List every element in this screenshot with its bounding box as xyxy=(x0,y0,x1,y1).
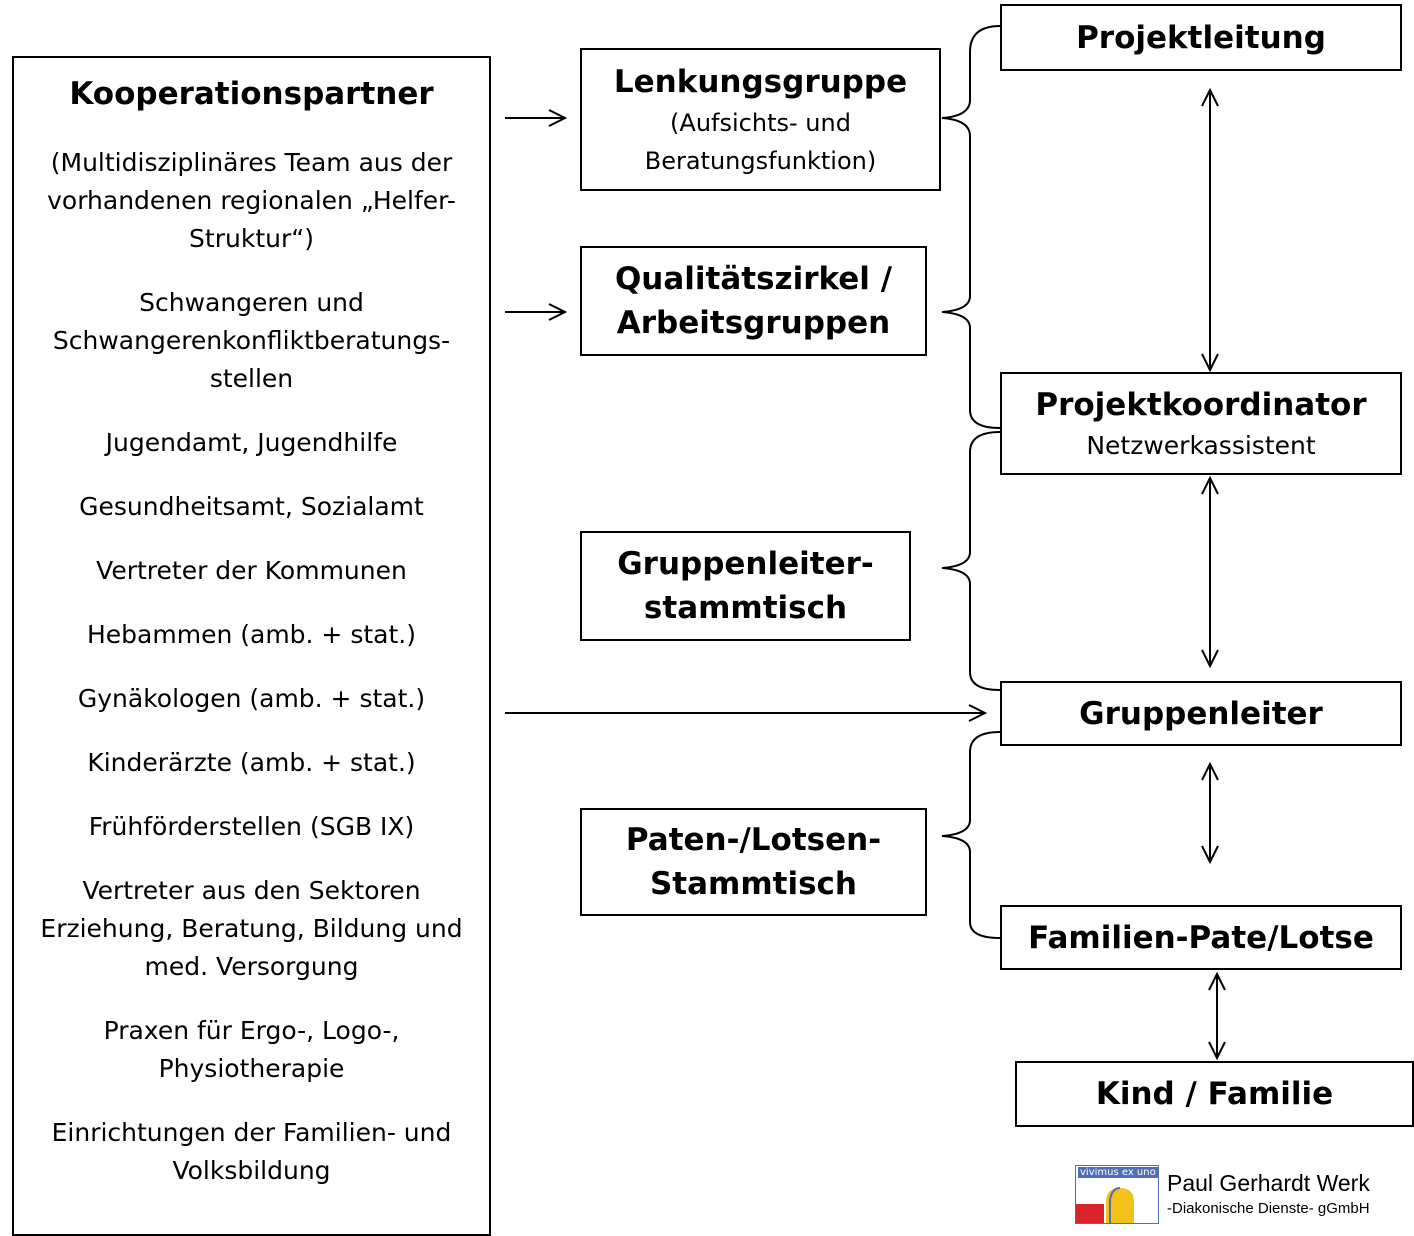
partner-group: Kinderärzte (amb. + stat.) xyxy=(30,744,472,782)
partner-line: Praxen für Ergo-, Logo-, xyxy=(103,1016,400,1045)
projektkoordinator-title: Projektkoordinator xyxy=(1035,386,1367,423)
pelican-icon xyxy=(1076,1187,1134,1223)
partner-line: Physiotherapie xyxy=(158,1054,345,1083)
projektleitung-box: Projektleitung xyxy=(1000,4,1402,71)
lenkungsgruppe-sub2: Beratungsfunktion) xyxy=(644,146,877,175)
partner-group: Praxen für Ergo-, Logo-, Physiotherapie xyxy=(30,1012,472,1088)
partner-line: Schwangerenkonfliktberatungs- xyxy=(52,326,451,355)
gruppenleiter-title: Gruppenleiter xyxy=(1079,695,1323,732)
kooperationspartner-title: Kooperationspartner xyxy=(69,76,434,112)
partner-line: Gesundheitsamt, Sozialamt xyxy=(79,492,424,521)
gruppenleiterstammtisch-box: Gruppenleiter- stammtisch xyxy=(580,531,911,641)
kindfamilie-title: Kind / Familie xyxy=(1095,1076,1334,1112)
partner-line: Gynäkologen (amb. + stat.) xyxy=(77,684,426,713)
partner-group: Hebammen (amb. + stat.) xyxy=(30,616,472,654)
familienpate-title: Familien-Pate/Lotse xyxy=(1028,919,1374,956)
partner-line: Struktur“) xyxy=(189,224,314,253)
logo-motto: vivimus ex uno xyxy=(1078,1167,1158,1178)
partner-line: Erziehung, Beratung, Bildung und xyxy=(40,914,463,943)
partner-group: Frühförderstellen (SGB IX) xyxy=(30,808,472,846)
partner-line: Vertreter der Kommunen xyxy=(96,556,407,585)
projektkoordinator-box: Projektkoordinator Netzwerkassistent xyxy=(1000,372,1402,475)
patenstammtisch-line1: Paten-/Lotsen- xyxy=(625,822,882,858)
partner-line: med. Versorgung xyxy=(144,952,359,981)
partner-line: Hebammen (amb. + stat.) xyxy=(87,620,416,649)
partner-line: Einrichtungen der Familien- und xyxy=(51,1118,452,1147)
projektleitung-title: Projektleitung xyxy=(1076,19,1326,56)
partner-group: Vertreter der Kommunen xyxy=(30,552,472,590)
qualitaetszirkel-line2: Arbeitsgruppen xyxy=(616,305,891,341)
partner-line: Frühförderstellen (SGB IX) xyxy=(88,812,415,841)
gruppenleiter-box: Gruppenleiter xyxy=(1000,681,1402,746)
partner-line: stellen xyxy=(209,364,294,393)
qualitaetszirkel-box: Qualitätszirkel / Arbeitsgruppen xyxy=(580,246,927,356)
lenkungsgruppe-sub1: (Aufsichts- und xyxy=(670,108,851,137)
partner-line: (Multidisziplinäres Team aus der xyxy=(50,148,453,177)
partner-line: Jugendamt, Jugendhilfe xyxy=(105,428,398,457)
partner-line: Schwangeren und xyxy=(139,288,364,317)
logo-sub: -Diakonische Dienste- gGmbH xyxy=(1167,1200,1370,1217)
paul-gerhardt-werk-logo: vivimus ex uno Paul Gerhardt Werk -Diako… xyxy=(1075,1165,1405,1224)
kooperationspartner-box: Kooperationspartner (Multidisziplinäres … xyxy=(12,56,491,1236)
partner-list: (Multidisziplinäres Team aus der vorhande… xyxy=(30,144,472,1216)
bracket-patenstammtisch xyxy=(941,731,1001,939)
projektkoordinator-sub: Netzwerkassistent xyxy=(1086,430,1316,460)
bracket-lenkungsgruppe xyxy=(941,25,1001,178)
partner-group: Gynäkologen (amb. + stat.) xyxy=(30,680,472,718)
partner-line: vorhandenen regionalen „Helfer- xyxy=(47,186,456,215)
gruppenleiterstammtisch-line2: stammtisch xyxy=(643,590,848,626)
patenstammtisch-box: Paten-/Lotsen- Stammtisch xyxy=(580,808,927,916)
qualitaetszirkel-line1: Qualitätszirkel / xyxy=(614,261,893,297)
lenkungsgruppe-box: Lenkungsgruppe (Aufsichts- und Beratungs… xyxy=(580,48,941,191)
familienpate-box: Familien-Pate/Lotse xyxy=(1000,905,1402,970)
bracket-gruppenleiterstammtisch xyxy=(941,431,1001,691)
partner-group: Gesundheitsamt, Sozialamt xyxy=(30,488,472,526)
kindfamilie-box: Kind / Familie xyxy=(1015,1061,1414,1127)
partner-line: Kinderärzte (amb. + stat.) xyxy=(87,748,416,777)
lenkungsgruppe-title: Lenkungsgruppe xyxy=(613,63,908,100)
gruppenleiterstammtisch-line1: Gruppenleiter- xyxy=(617,546,874,582)
partner-group: Jugendamt, Jugendhilfe xyxy=(30,424,472,462)
logo-mark: vivimus ex uno xyxy=(1075,1165,1159,1224)
partner-line: Vertreter aus den Sektoren xyxy=(82,876,421,905)
partner-group: (Multidisziplinäres Team aus der vorhande… xyxy=(30,144,472,258)
bracket-qualitaetszirkel xyxy=(941,178,1001,429)
patenstammtisch-line2: Stammtisch xyxy=(649,866,857,902)
partner-line: Volksbildung xyxy=(172,1156,331,1185)
logo-name: Paul Gerhardt Werk xyxy=(1167,1170,1370,1196)
